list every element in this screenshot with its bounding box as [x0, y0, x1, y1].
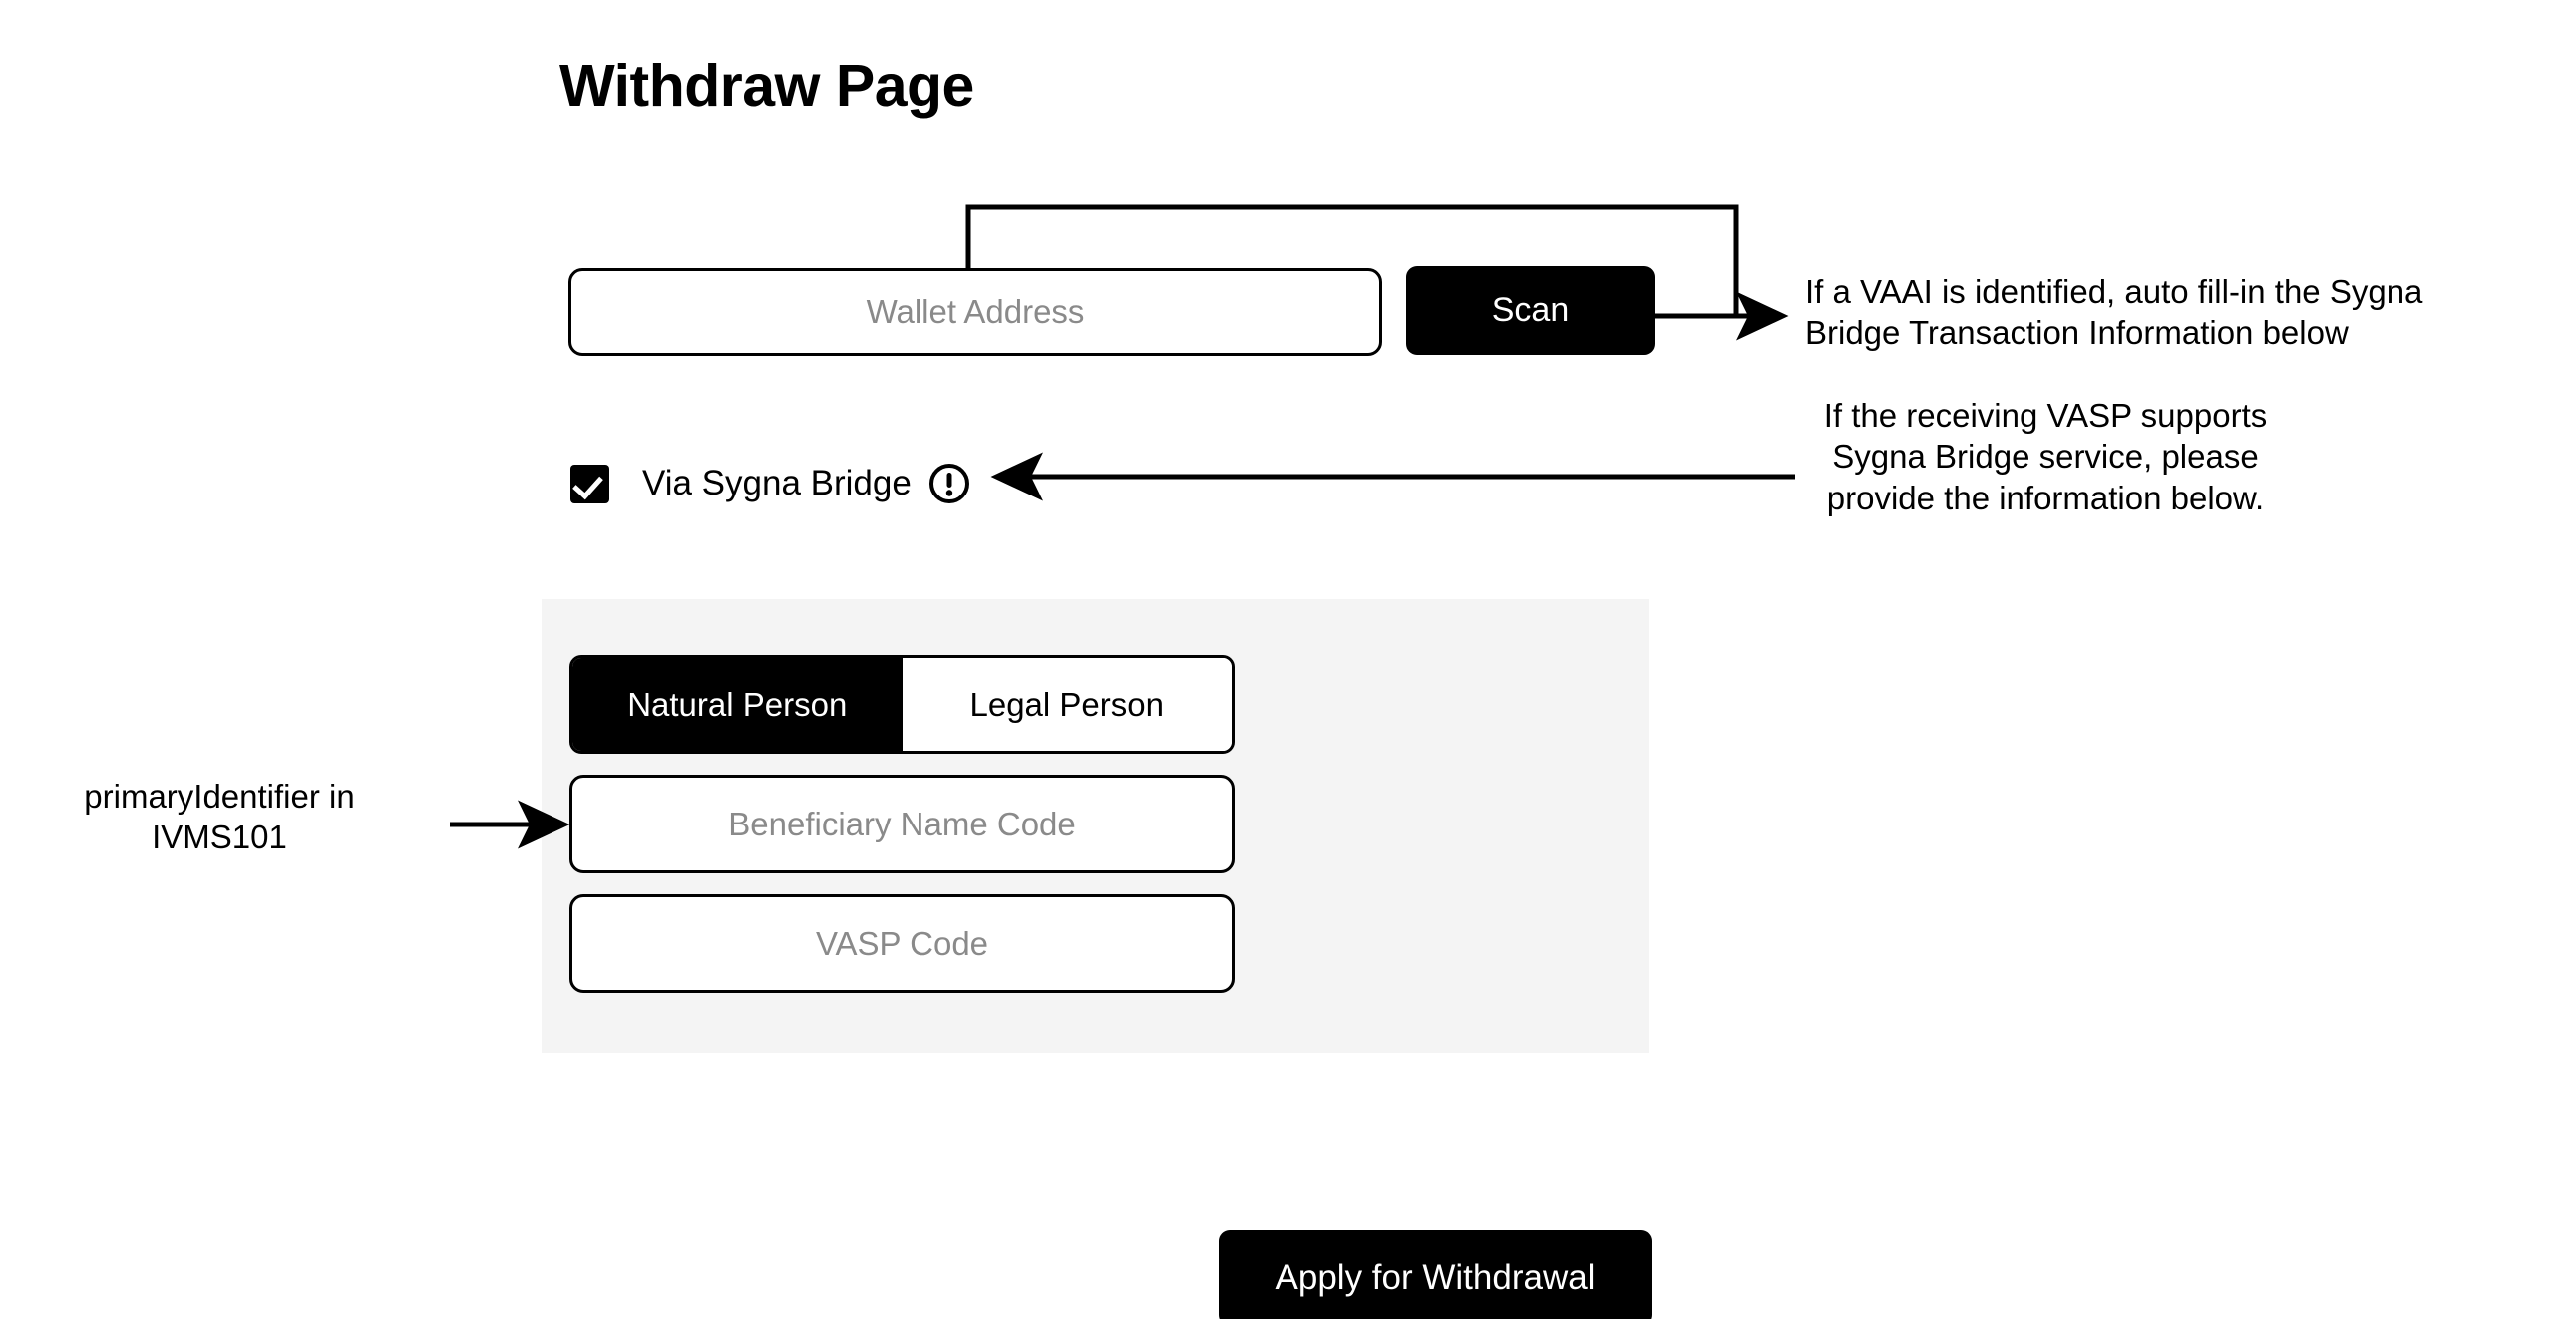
via-sygna-bridge-label: Via Sygna Bridge — [642, 464, 912, 502]
segment-natural-person[interactable]: Natural Person — [572, 658, 903, 751]
person-type-toggle[interactable]: Natural Person Legal Person — [569, 655, 1235, 754]
scan-button[interactable]: Scan — [1406, 266, 1655, 355]
wallet-address-placeholder: Wallet Address — [866, 293, 1085, 330]
segment-legal-person-label: Legal Person — [969, 685, 1164, 723]
via-sygna-bridge-row: Via Sygna Bridge — [570, 454, 971, 513]
annotation-vasp-support: If the receiving VASP supports Sygna Bri… — [1823, 397, 2268, 516]
scan-button-label: Scan — [1491, 291, 1570, 329]
apply-for-withdrawal-button[interactable]: Apply for Withdrawal — [1219, 1230, 1652, 1319]
segment-legal-person[interactable]: Legal Person — [902, 658, 1232, 751]
annotation-primary-identifier: primaryIdentifier in IVMS101 — [84, 778, 355, 856]
beneficiary-name-code-placeholder: Beneficiary Name Code — [728, 805, 1076, 842]
beneficiary-name-code-input[interactable]: Beneficiary Name Code — [569, 775, 1235, 873]
vasp-code-placeholder: VASP Code — [815, 924, 989, 962]
annotation-vaai-autofill: If a VAAI is identified, auto fill-in th… — [1805, 273, 2423, 352]
page-title: Withdraw Page — [559, 53, 974, 119]
vasp-code-input[interactable]: VASP Code — [569, 894, 1235, 993]
wallet-address-input[interactable]: Wallet Address — [568, 268, 1382, 356]
apply-for-withdrawal-label: Apply for Withdrawal — [1275, 1258, 1596, 1297]
exclamation-circle-icon[interactable] — [927, 462, 971, 505]
segment-natural-person-label: Natural Person — [627, 685, 848, 723]
via-sygna-bridge-checkbox[interactable] — [570, 464, 609, 503]
checkmark-icon — [572, 468, 603, 499]
